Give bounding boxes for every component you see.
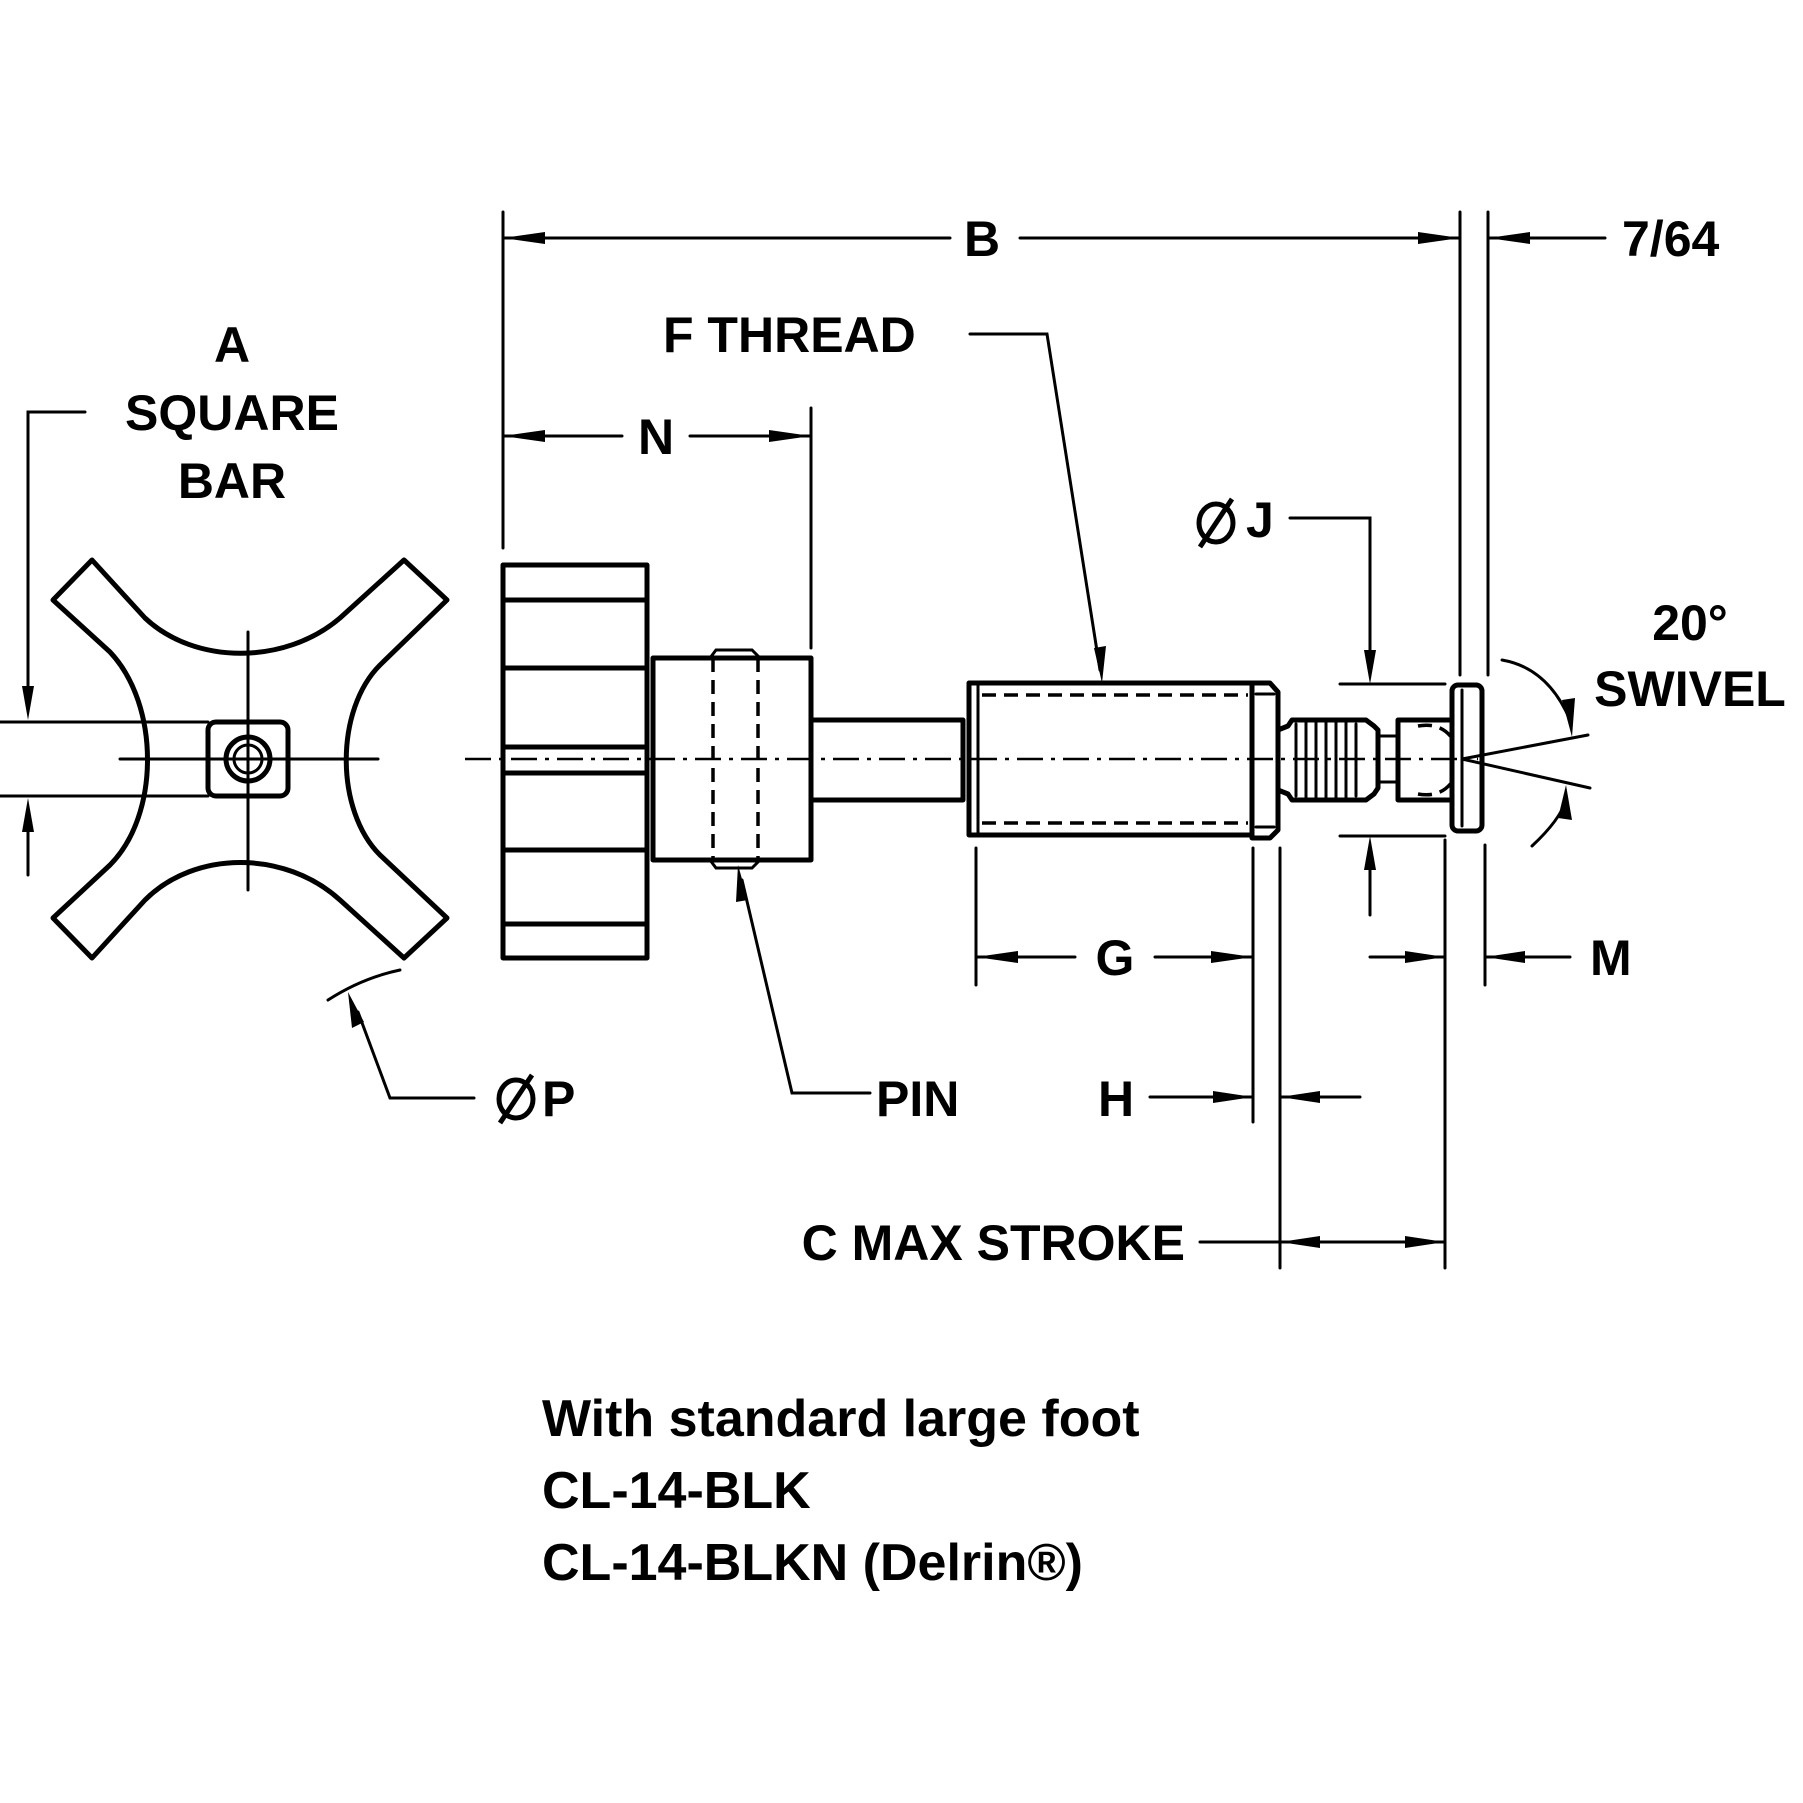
dim-b: B (501, 211, 1462, 267)
arrow (1364, 836, 1376, 870)
pin-label: PIN (876, 1071, 959, 1127)
swivel-ray-down (1460, 757, 1592, 790)
arrow (1280, 1236, 1320, 1248)
h-label: H (1098, 1071, 1134, 1127)
swivel-degree-label: 20° (1652, 595, 1728, 651)
diameter-symbol-icon (1199, 499, 1233, 547)
dim-p-arc (326, 968, 402, 1002)
j-label: J (1246, 492, 1274, 548)
arrow (503, 232, 545, 244)
dim-a-square-bar: A SQUARE BAR (22, 317, 339, 877)
arrow (1485, 951, 1525, 963)
dim-g: G (974, 930, 1255, 986)
dim-n: N (501, 409, 813, 465)
f-thread-leader (968, 332, 1102, 672)
n-label: N (638, 409, 674, 465)
knob-body (500, 562, 650, 961)
b-label: B (964, 211, 1000, 267)
dim-j-leader-top (1288, 516, 1372, 670)
arrow (1211, 951, 1253, 963)
arrow (1558, 785, 1572, 820)
arrow (1094, 646, 1106, 683)
swivel-arc-top (1500, 658, 1572, 722)
a-label: A (214, 317, 250, 373)
pin-head-bottom (708, 858, 762, 870)
m-label: M (1590, 930, 1632, 986)
ball-hidden-arc (1417, 780, 1454, 797)
seven-sixtyfour-label: 7/64 (1622, 211, 1720, 267)
arrow (976, 951, 1018, 963)
arrow (22, 686, 34, 720)
knob-outline (500, 562, 650, 961)
arrow (1280, 1091, 1320, 1103)
pin-leader (740, 878, 872, 1095)
dim-p-leader (356, 1010, 476, 1100)
caption-line-3: CL-14-BLKN (Delrin®) (542, 1534, 1083, 1592)
dim-7-64: 7/64 (1486, 211, 1720, 267)
arrow (1364, 650, 1376, 684)
p-label: P (542, 1071, 575, 1127)
shaft (808, 717, 966, 803)
a-label-bar: BAR (178, 453, 286, 509)
arrow (1405, 951, 1445, 963)
handle-end-view (0, 557, 450, 961)
caption-block: With standard large foot CL-14-BLK CL-14… (542, 1390, 1140, 1592)
foot-pad (1449, 682, 1485, 834)
arrow (22, 798, 34, 832)
f-thread-callout: F THREAD (663, 307, 1106, 683)
arrow (1405, 1236, 1445, 1248)
caption-line-2: CL-14-BLK (542, 1462, 811, 1520)
caption-line-1: With standard large foot (542, 1390, 1140, 1448)
ball-shaft-outline (1275, 717, 1381, 803)
arrow (1562, 698, 1575, 737)
arrow (503, 430, 545, 442)
handle-arm-outline (50, 557, 450, 961)
dim-j-diameter: J (1199, 492, 1447, 917)
arrow (1488, 232, 1530, 244)
dim-h: H (1098, 1071, 1362, 1127)
swivel-label: SWIVEL (1594, 661, 1786, 717)
dim-p-diameter: P (326, 968, 575, 1127)
ball-hidden-arc (1417, 723, 1454, 740)
dim-m: M (1368, 930, 1632, 986)
arrow (736, 865, 748, 902)
dim-c-max-stroke: C MAX STROKE (802, 1215, 1447, 1271)
threaded-body (966, 680, 1281, 841)
swivel-ray-up (1460, 733, 1590, 761)
f-thread-label: F THREAD (663, 307, 916, 363)
arrow (1213, 1091, 1253, 1103)
c-max-stroke-label: C MAX STROKE (802, 1215, 1185, 1271)
arrow (1418, 232, 1460, 244)
collar (1249, 680, 1281, 841)
pin-callout: PIN (736, 865, 959, 1127)
swivel-callout: 20° SWIVEL (1460, 595, 1786, 848)
diameter-symbol-icon (499, 1075, 533, 1123)
a-label-square: SQUARE (125, 385, 339, 441)
arrow (769, 430, 811, 442)
dim-a-leader (26, 410, 87, 702)
g-label: G (1096, 930, 1135, 986)
arrow (348, 992, 364, 1028)
pin-head-top (708, 648, 762, 660)
